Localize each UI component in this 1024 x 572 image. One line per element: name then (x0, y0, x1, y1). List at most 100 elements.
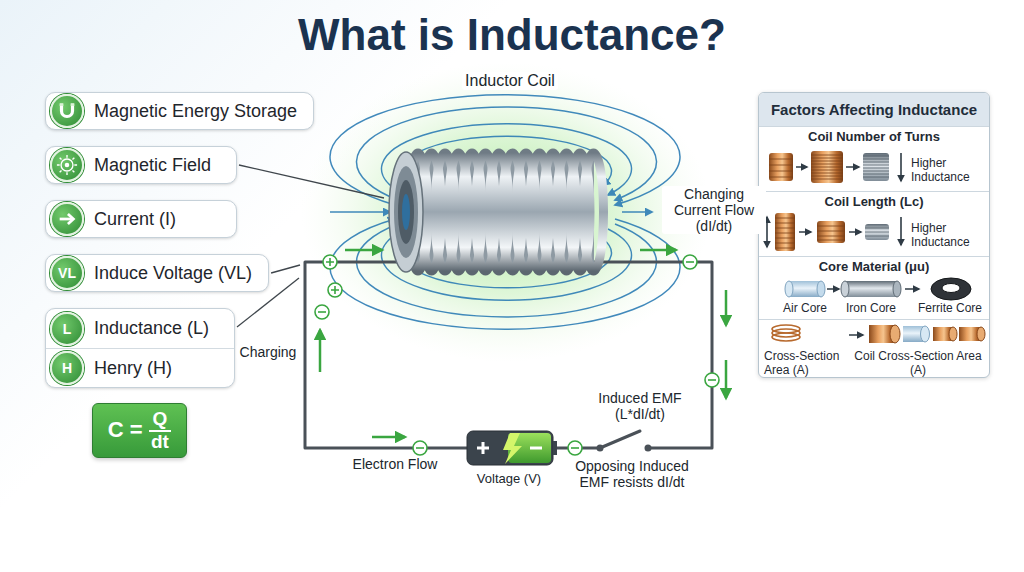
magnetic-field-lines (622, 211, 652, 213)
core-pictures (785, 281, 793, 297)
battery-symbol (553, 441, 557, 455)
diagram-title: What is Inductance? (0, 10, 1024, 61)
length-pictures (817, 226, 845, 240)
length-pictures (775, 213, 795, 251)
current-icon (56, 208, 78, 230)
turns-pictures (846, 166, 859, 168)
unit-row: L Inductance (L) (46, 309, 234, 348)
formula-box: C = Qdt (92, 403, 187, 458)
factor-title: Coil Number of Turns (759, 130, 989, 145)
charge-sign (416, 447, 424, 449)
factor-note: Coil Cross-Section Area (A) (847, 350, 989, 378)
annotation-label: Electron Flow (350, 456, 441, 472)
area-pictures (890, 325, 900, 343)
property-name: Induce Voltage (VL) (94, 263, 252, 284)
icon-badge (50, 148, 84, 182)
factor-row: Core Material (μu)Air CoreIron CoreFerri… (759, 256, 989, 319)
factor-row: Coil Number of TurnsHigher Inductance (759, 126, 989, 191)
flow-arrow (725, 360, 728, 398)
icon-badge: L (50, 312, 84, 346)
battery-symbol (477, 442, 489, 454)
battery-symbol (503, 433, 522, 464)
charge-sign (686, 261, 694, 263)
fraction: Qdt (149, 409, 172, 453)
charge-sign (315, 255, 719, 455)
charge-sign (413, 441, 427, 455)
charge-sign (571, 447, 579, 449)
turns-pictures (769, 159, 793, 177)
switch-symbol (597, 431, 652, 452)
core-pictures (841, 281, 849, 297)
flow-arrow (345, 249, 382, 252)
annotation-label: Induced EMF (L*dI/dt) (580, 390, 700, 422)
area-pictures (772, 333, 800, 341)
inductor-coil (389, 152, 423, 272)
icon-badge (50, 94, 84, 128)
core-pictures (893, 281, 901, 297)
battery-symbol (467, 431, 553, 465)
unit-box: L Inductance (L) H Henry (H) (45, 308, 235, 388)
magnetic-field-lines (330, 211, 390, 213)
charge-sign (568, 441, 582, 455)
flow-arrow (640, 249, 676, 252)
panel-header: Factors Affecting Inductance (759, 93, 989, 127)
annotation-label: Changing Current Flow (dI/dt) (662, 186, 766, 234)
factor-title: Cross-Section Area (A) (764, 350, 850, 378)
magnetic-field-lines (330, 95, 680, 329)
core-pictures (789, 281, 821, 297)
flow-arrow (725, 290, 728, 325)
icon-badge: H (50, 351, 84, 385)
switch-symbol (597, 445, 604, 452)
current-icon (68, 214, 74, 224)
battery-symbol (467, 431, 557, 465)
field-icon (57, 155, 77, 175)
length-pictures (865, 224, 889, 240)
leader-line (271, 265, 300, 273)
property-name: Current (I) (94, 209, 176, 230)
inductor-coil (394, 166, 418, 258)
icon-letter: VL (58, 266, 76, 280)
length-pictures (849, 231, 861, 233)
core-pictures (817, 281, 825, 297)
charge-sign (323, 255, 337, 269)
length-pictures (900, 217, 902, 245)
factor-note: Iron Core (831, 302, 911, 316)
property-name: Magnetic Energy Storage (94, 101, 297, 122)
coil-glow (301, 62, 711, 362)
length-pictures (775, 218, 795, 248)
area-pictures (849, 334, 863, 336)
formula-left: C = (108, 418, 143, 442)
icon-letter: L (63, 322, 72, 336)
magnet-icon (60, 103, 75, 106)
switch-symbol (600, 431, 640, 448)
property-name: Inductance (L) (94, 318, 209, 339)
factor-title: Core Material (μu) (759, 260, 989, 275)
turns-pictures (863, 153, 889, 181)
field-icon (65, 163, 70, 168)
turns-pictures (769, 153, 793, 181)
property-box: Current (I) (45, 200, 237, 238)
flow-arrow (372, 436, 405, 439)
magnet-icon (56, 100, 78, 122)
area-pictures (921, 326, 930, 342)
area-pictures (949, 327, 957, 341)
turns-pictures (863, 156, 889, 177)
core-pictures (785, 278, 971, 300)
icon-letter: H (62, 361, 72, 375)
annotation-label: Charging (237, 344, 300, 360)
numerator: Q (149, 409, 172, 432)
charge-sign (318, 311, 326, 313)
denominator: dt (151, 432, 169, 453)
inductor-coil (389, 152, 604, 272)
factor-row: Coil Length (Lc)Higher Inductance (759, 191, 989, 256)
flow-arrow (320, 250, 726, 437)
property-name: Henry (H) (94, 358, 172, 379)
area-pictures (772, 325, 800, 341)
factor-note: Higher Inductance (911, 157, 987, 185)
annotation-label: Opposing Induced EMF resists dI/dt (556, 458, 708, 490)
turns-pictures (811, 151, 843, 183)
length-pictures (865, 228, 889, 236)
core-pictures (905, 288, 919, 290)
core-pictures (845, 281, 897, 297)
turns-pictures (796, 166, 807, 168)
